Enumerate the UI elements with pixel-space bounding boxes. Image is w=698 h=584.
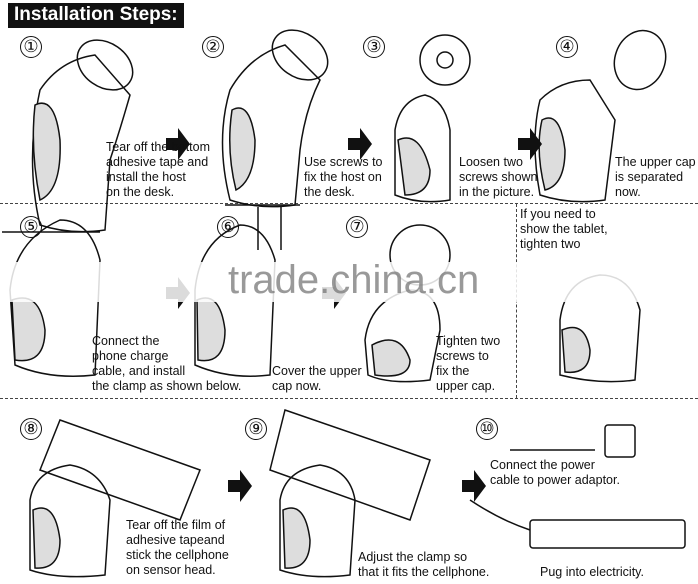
step-text: Use screws to fix the host on the desk.: [304, 155, 383, 199]
step-number: ②: [202, 36, 224, 58]
arrow-right-icon: [348, 128, 372, 160]
page-title: Installation Steps:: [8, 3, 184, 28]
row-divider: [0, 398, 698, 399]
step-number: ⑥: [217, 216, 239, 238]
step-text: The upper cap is separated now.: [615, 155, 696, 199]
step-text: Tear off the bottom adhesive tape and in…: [106, 140, 210, 199]
step-text: Tighten two screws to fix the upper cap.: [436, 334, 501, 393]
watermark: trade.china.cn: [228, 258, 480, 302]
step-text: Connect the power cable to power adaptor…: [490, 458, 620, 487]
step-number: ⑨: [245, 418, 267, 440]
step-text: Adjust the clamp so that it fits the cel…: [358, 550, 490, 579]
arrow-right-icon: [166, 128, 190, 160]
row-divider: [0, 203, 698, 204]
step-text: Pug into electricity.: [540, 565, 644, 579]
step-number: ③: [363, 36, 385, 58]
step-number: ①: [20, 36, 42, 58]
step-number: ⑤: [20, 216, 42, 238]
step-number: ④: [556, 36, 578, 58]
blurred-band: [0, 262, 698, 302]
arrow-right-icon: [228, 470, 252, 502]
step-number: ⑦: [346, 216, 368, 238]
step-text: Cover the upper cap now.: [272, 364, 362, 393]
step-text: Tear off the film of adhesive tapeand st…: [126, 518, 229, 577]
step-text: Connect the phone charge cable, and inst…: [92, 334, 242, 393]
step-text: If you need to show the tablet, tighten …: [520, 207, 608, 251]
step-text: Loosen two screws shown in the picture.: [459, 155, 538, 199]
arrow-right-icon: [518, 128, 542, 160]
arrow-right-icon: [462, 470, 486, 502]
step-number: ⑩: [476, 418, 498, 440]
step-number: ⑧: [20, 418, 42, 440]
